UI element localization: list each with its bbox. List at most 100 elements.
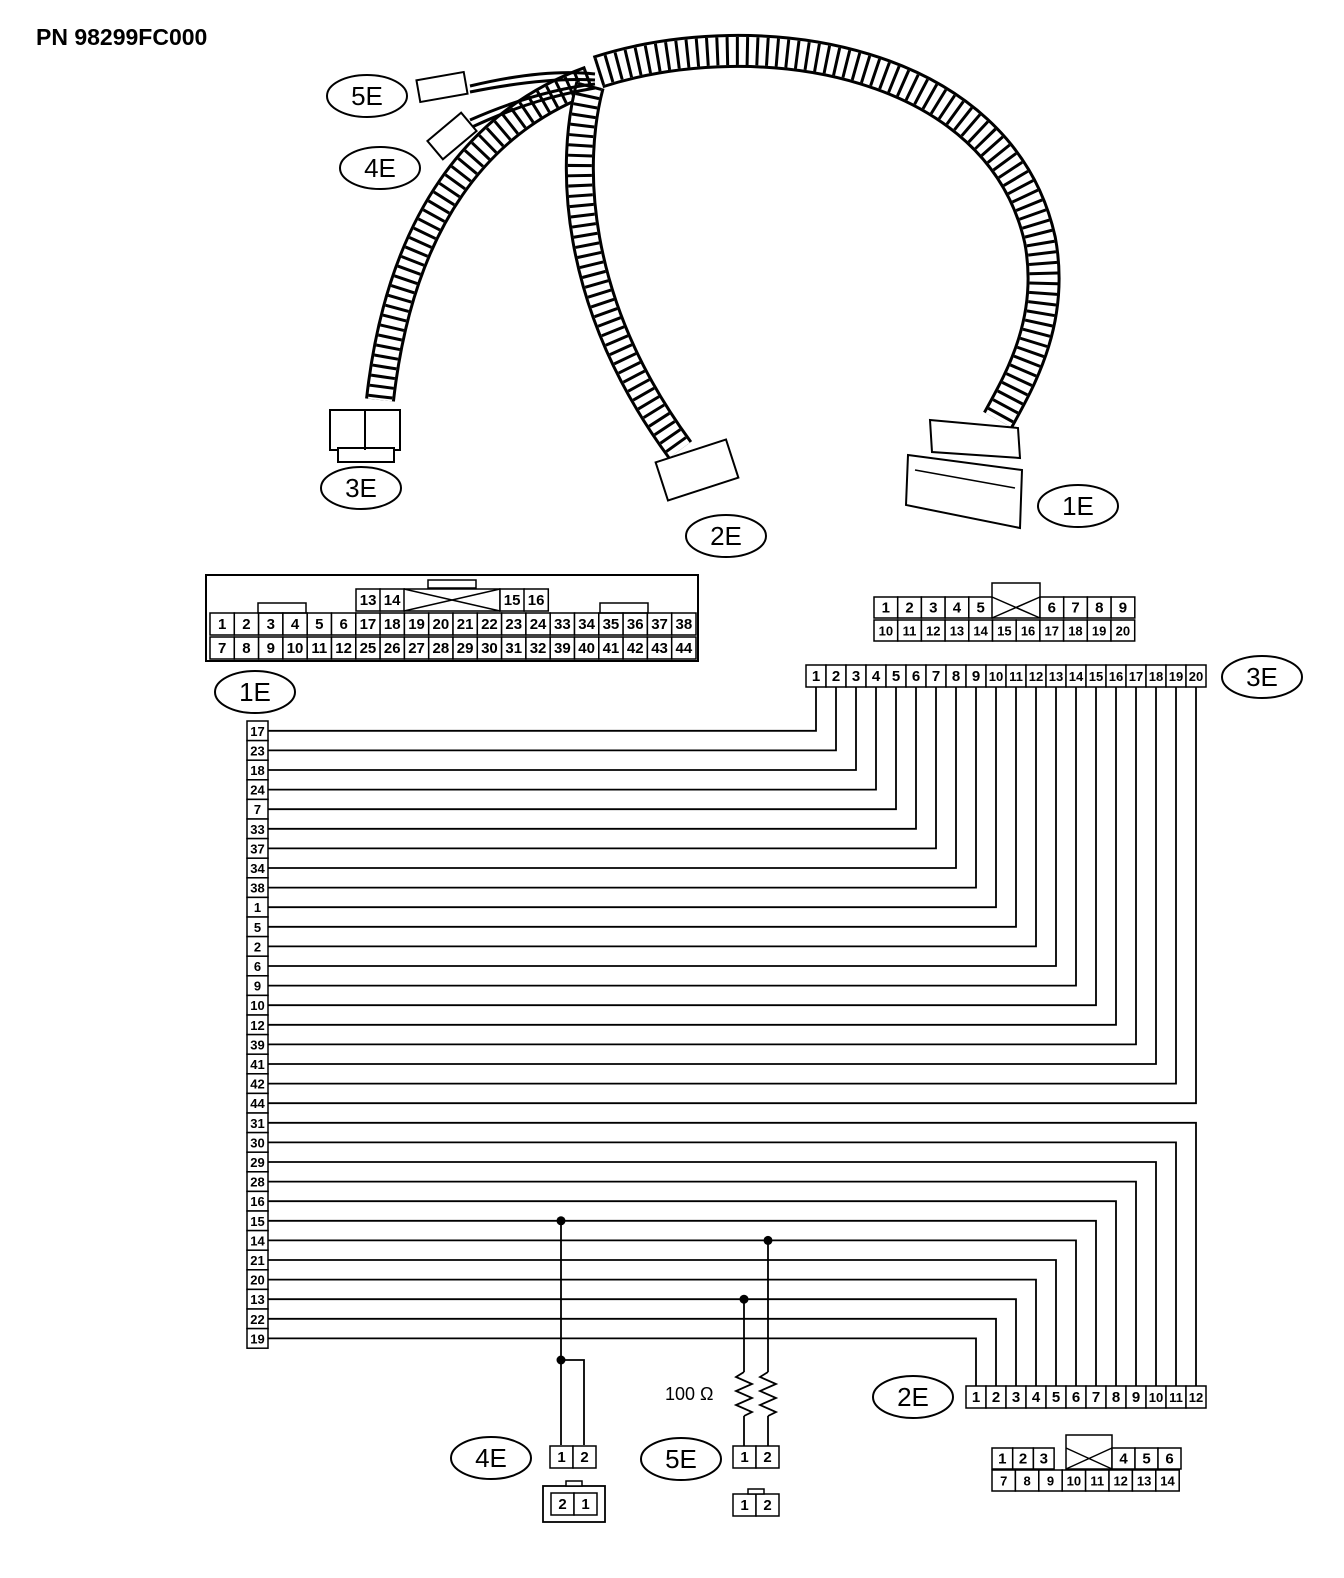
callout-5e: 5E [326,74,408,118]
face-1e-pin-9: 9 [267,640,275,657]
face-1e-pin-29: 29 [457,640,474,657]
face-3e-pin-7: 7 [1071,600,1079,617]
strip-2e-pin-4: 4 [1032,1389,1041,1406]
face-1e-pin-39: 39 [554,640,571,657]
wire-1e-2e-6 [268,1239,1077,1386]
harness-branch-1e [592,34,1061,429]
face-3e-pin-17: 17 [1045,624,1059,639]
wire-1e-3e-15 [268,687,1097,1007]
face-3e-pin-5: 5 [976,600,984,617]
face-1e-pin-34: 34 [578,616,595,633]
strip-1e-pin-42: 42 [250,1077,264,1092]
face-3e-pin-18: 18 [1068,624,1082,639]
face-2e-pin-6-box [1157,1447,1182,1470]
svg-text:3E: 3E [345,473,377,503]
callout-3e: 3E [320,466,402,510]
face-1e-pin-5: 5 [315,616,323,633]
strip-2e-pin-11: 11 [1169,1390,1183,1405]
face-1e-pin-20: 20 [433,616,450,633]
strip-3e-pin-18: 18 [1149,669,1163,684]
face-1e-pin-26: 26 [384,640,401,657]
strip-1e-pin-9: 9 [254,979,261,994]
wire-1e-3e-13 [268,687,1057,967]
strip-3e-pin-16: 16 [1109,669,1123,684]
callout-2e: 2E [685,514,767,558]
face-2e-key-x2 [1065,1447,1113,1470]
face-1e-pin-2: 2 [242,616,250,633]
face-1e-pin-17: 17 [360,616,377,633]
svg-text:5E: 5E [665,1444,697,1474]
svg-text:4E: 4E [364,153,396,183]
strip-3e-pin-10: 10 [989,669,1003,684]
face-2e-pin-8: 8 [1023,1474,1030,1489]
strip-3e-pin-5: 5 [892,668,900,685]
svg-text:1E: 1E [239,677,271,707]
wire-1e-3e-7 [268,687,937,850]
strip-2e-pin-3: 3 [1012,1389,1020,1406]
plug-5e [415,70,469,104]
wire-1e-3e-19 [268,687,1177,1085]
face-3e-pin-10: 10 [879,624,893,639]
face-2e-key [1065,1434,1113,1470]
strip-3e-pin-11: 11 [1009,669,1023,684]
wire-1e-3e-6 [268,687,917,830]
wire-1e-2e-2 [268,1317,997,1386]
strip-3e-pin-7: 7 [932,668,940,685]
wire-1e-3e-12 [268,687,1037,948]
face-1e-pin-14: 14 [384,592,401,609]
conn-5e-face-key [747,1488,765,1495]
face-3e-key-x2 [991,596,1041,619]
face-1e-pin-28: 28 [433,640,450,657]
svg-text:1E: 1E [1062,491,1094,521]
strip-2e-pin-12: 12 [1189,1390,1203,1405]
strip-3e-pin-12: 12 [1029,669,1043,684]
face-2e-pin-12: 12 [1113,1474,1127,1489]
face-1e-pin-7: 7 [218,640,226,657]
face-1e-pin-31: 31 [505,640,522,657]
face-1e-pin-32: 32 [530,640,547,657]
face-1e-pin-3: 3 [267,616,275,633]
face-3e-pin-11: 11 [903,624,917,639]
strip-3e-pin-19: 19 [1169,669,1183,684]
wire-1e-2e-3 [268,1298,1017,1386]
face-3e-pin-19: 19 [1092,624,1106,639]
face-1e-latch-right [599,602,649,614]
resistor-value-label: 100 Ω [665,1384,714,1404]
connector-face-1e: 1728394105116121725182619272028212922302… [205,574,699,662]
conn-4e-face-key [565,1480,583,1487]
strip-1e-pin-12: 12 [250,1018,264,1033]
face-2e-pin-2: 2 [1019,1451,1027,1468]
conn-4e-pin-2-box [572,1445,597,1469]
face-1e-pin-19: 19 [408,616,425,633]
strip-3e-pin-9: 9 [972,668,980,685]
strip-1e-pin-17: 17 [250,724,264,739]
face-1e-pin-44-box [670,636,697,660]
wire-1e-2e-7 [268,1219,1097,1386]
strip-3e-pin-8: 8 [952,668,960,685]
face-2e-pin-11: 11 [1090,1474,1104,1489]
face-3e-pin-12: 12 [926,624,940,639]
wire-1e-3e-20 [268,687,1197,1105]
wire-to-4e [469,82,596,122]
strip-1e-pin-38: 38 [250,881,264,896]
face-1e-pin-10: 10 [287,640,304,657]
plug-1e [904,418,1024,530]
face-1e-pin-24: 24 [530,616,547,633]
strip-2e-pin-6: 6 [1072,1389,1080,1406]
strip-2e-pin-12-box [1185,1385,1207,1409]
wire-1e-3e-18 [268,687,1157,1065]
strip-3e-pin-13: 13 [1049,669,1063,684]
face-1e-pin-4: 4 [291,616,300,633]
face-1e-pin-30: 30 [481,640,498,657]
face-3e-pin-2: 2 [905,600,913,617]
face-3e-pin-20-box [1110,619,1136,642]
strip-1e-pin-13: 13 [250,1292,264,1307]
face-1e-pin-27: 27 [408,640,425,657]
strip-1e-pin-30: 30 [250,1135,264,1150]
conn-4e-face-pin-2: 2 [558,1496,566,1513]
conn-5e-face-pin-2: 2 [763,1497,771,1514]
face-1e-pin-41: 41 [603,640,620,657]
